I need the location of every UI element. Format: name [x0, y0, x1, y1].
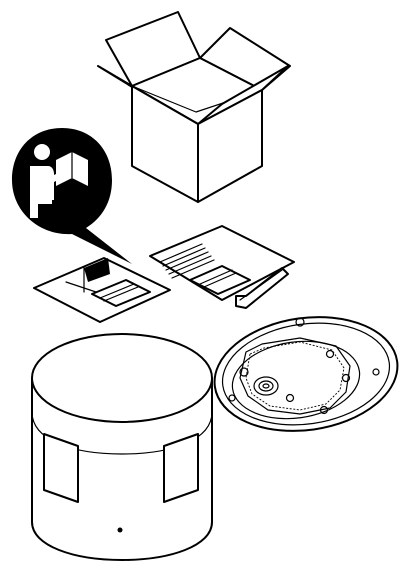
housing-window-right [164, 434, 198, 502]
open-cardboard-box [98, 12, 290, 202]
quick-guide-sheets [34, 226, 294, 322]
housing-pinhole [118, 528, 123, 533]
camera-housing [32, 334, 212, 560]
mounting-plate-outer-ring [207, 306, 400, 443]
housing-top [32, 334, 212, 422]
read-manual-symbol [12, 128, 132, 264]
mounting-plate [207, 306, 400, 443]
housing-window-left [44, 434, 78, 502]
